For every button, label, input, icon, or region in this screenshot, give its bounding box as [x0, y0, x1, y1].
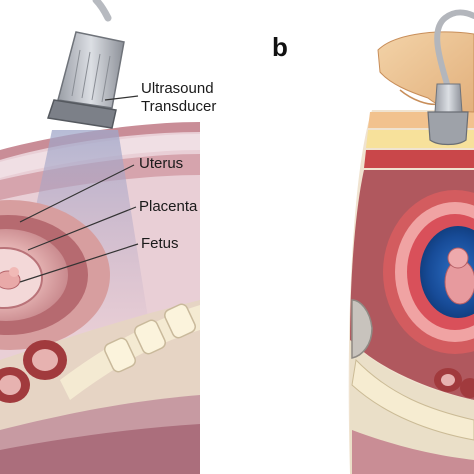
leader-placenta [27, 206, 137, 251]
leader-uterus [19, 164, 135, 223]
leader-fetus [19, 243, 139, 283]
transducer-cable-b [434, 9, 474, 87]
leader-transducer [104, 95, 139, 101]
transducer-body [57, 31, 125, 109]
transducer-body-b [434, 83, 463, 113]
panel-a [0, 0, 200, 474]
panel-b [348, 9, 474, 474]
fetus-head-a [9, 267, 19, 277]
label-placenta: Placenta [139, 198, 198, 215]
panel-letter-b: b [272, 32, 288, 62]
pelvic-muscle-lower-a [0, 424, 200, 474]
label-ultrasound-transducer-line2: Transducer [141, 98, 217, 115]
label-ultrasound-transducer-line1: Ultrasound [141, 80, 214, 97]
amniotic-sac-a [0, 247, 43, 309]
transducer-grip-lines [71, 49, 111, 103]
skin-layer-a [0, 122, 200, 160]
muscle-band-b [364, 150, 474, 168]
pelvic-muscle-b [352, 430, 474, 474]
label-uterus: Uterus [139, 155, 184, 172]
bowel-loops-b [434, 368, 474, 398]
spine-band-b [351, 358, 474, 441]
bowel-loops-a [0, 340, 67, 403]
bladder-b [351, 299, 373, 359]
transducer-head-b [427, 111, 469, 146]
fetus-b [444, 247, 474, 305]
label-fetus: Fetus [141, 235, 179, 252]
vertebrae-a [104, 303, 196, 373]
transducer-cable [92, 0, 112, 22]
transducer-head [47, 99, 117, 129]
